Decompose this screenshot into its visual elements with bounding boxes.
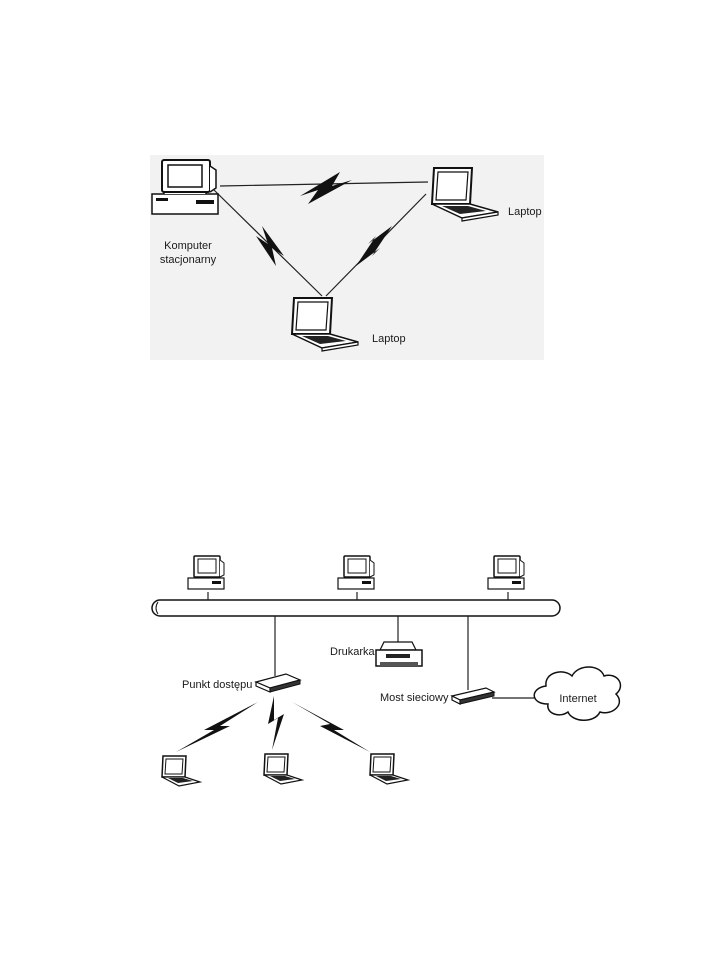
desktop-computer-icon [187,555,225,590]
desktop-label-line1: Komputer [164,240,212,252]
desktop-label-line2: stacjonarny [160,254,217,266]
printer-label: Drukarka [330,646,376,658]
wireless-link-icon [300,172,352,204]
bridge-label: Most sieciowy [380,692,449,704]
desktop-computer-icon [151,159,219,215]
access-point-icon [254,673,302,693]
access-point-label: Punkt dostępu [182,679,252,691]
network-backbone [151,599,561,617]
infrastructure-diagram: Drukarka Punkt dostępu Most sieciowy Int… [151,555,622,787]
wireless-link-icon [356,226,392,266]
adhoc-diagram: Komputer stacjonarny Laptop Laptop [150,155,544,360]
wireless-link-icon [268,696,284,750]
cloud-icon [533,666,622,721]
laptop-bottom-label: Laptop [372,333,406,345]
internet-label: Internet [559,693,596,705]
adhoc-background [150,155,544,360]
desktop-computer-icon [487,555,525,590]
wireless-link-icon [292,702,370,752]
network-bridge-icon [450,687,496,705]
laptop-right-label: Laptop [508,206,542,218]
wireless-link-icon [256,226,284,266]
printer-icon [375,641,423,667]
laptop-icon [369,753,409,785]
wireless-link-icon [176,702,258,752]
laptop-icon [161,755,201,787]
desktop-computer-icon [337,555,375,590]
laptop-icon [263,753,303,785]
